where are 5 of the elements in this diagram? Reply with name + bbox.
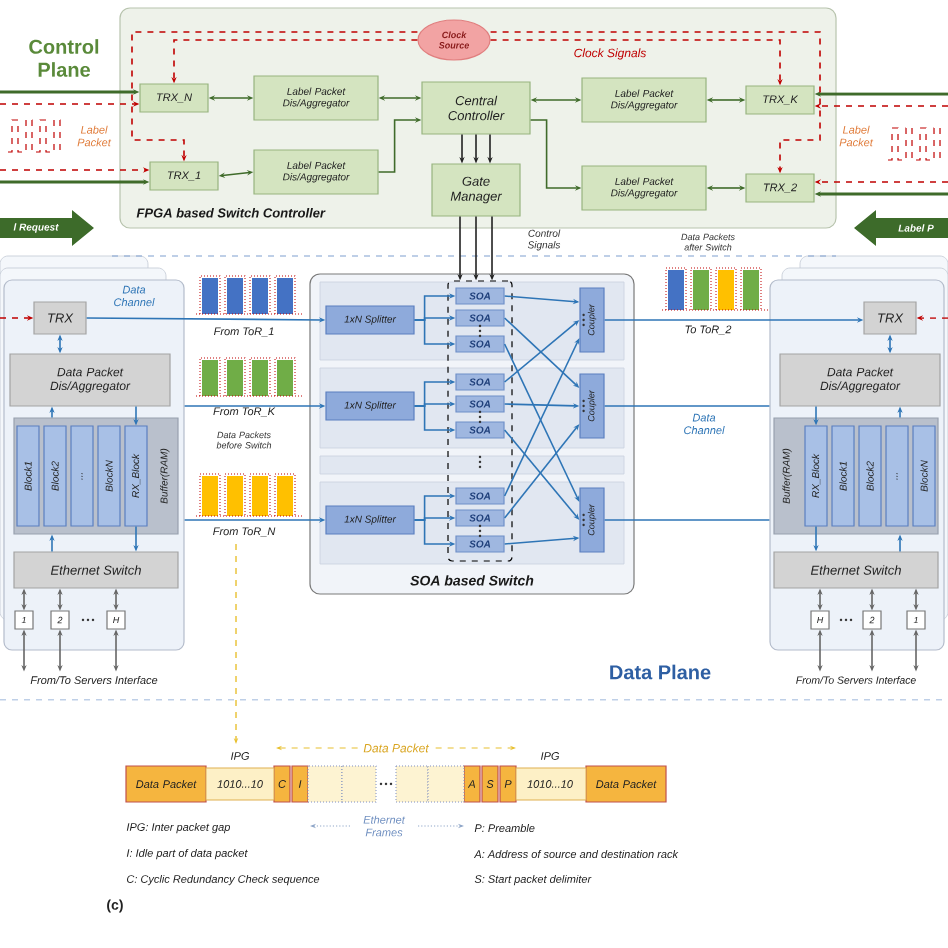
connector-line: [603, 519, 771, 521]
soa-group-frame: [447, 280, 513, 562]
connector-line: [603, 405, 771, 407]
plane-title: Data Plane: [610, 664, 711, 680]
plane-title: Control Plane: [29, 39, 99, 77]
